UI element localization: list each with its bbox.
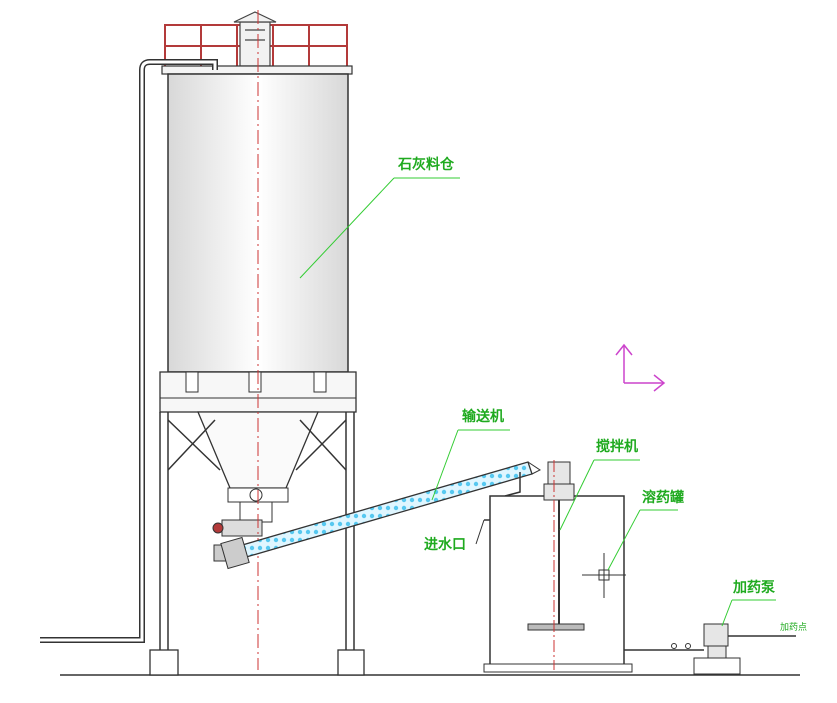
label-mixer: 搅拌机 [596, 439, 638, 455]
label-outlet: 加药点 [780, 623, 808, 633]
label-tank: 溶药罐 [642, 490, 684, 506]
label-silo: 石灰料仓 [398, 157, 454, 173]
label-conveyor: 输送机 [462, 409, 504, 425]
dissolving-tank [483, 495, 633, 673]
coordinate-axis-symbol [615, 343, 666, 392]
leader-lines [299, 177, 776, 627]
silo-support-frame [159, 412, 355, 650]
tank-crosshair [582, 553, 626, 598]
dosing-pump [624, 623, 796, 675]
silo-vent [233, 11, 277, 67]
label-pump: 加药泵 [733, 580, 775, 596]
screw-conveyor [220, 461, 541, 570]
label-water-inlet: 进水口 [424, 537, 466, 553]
